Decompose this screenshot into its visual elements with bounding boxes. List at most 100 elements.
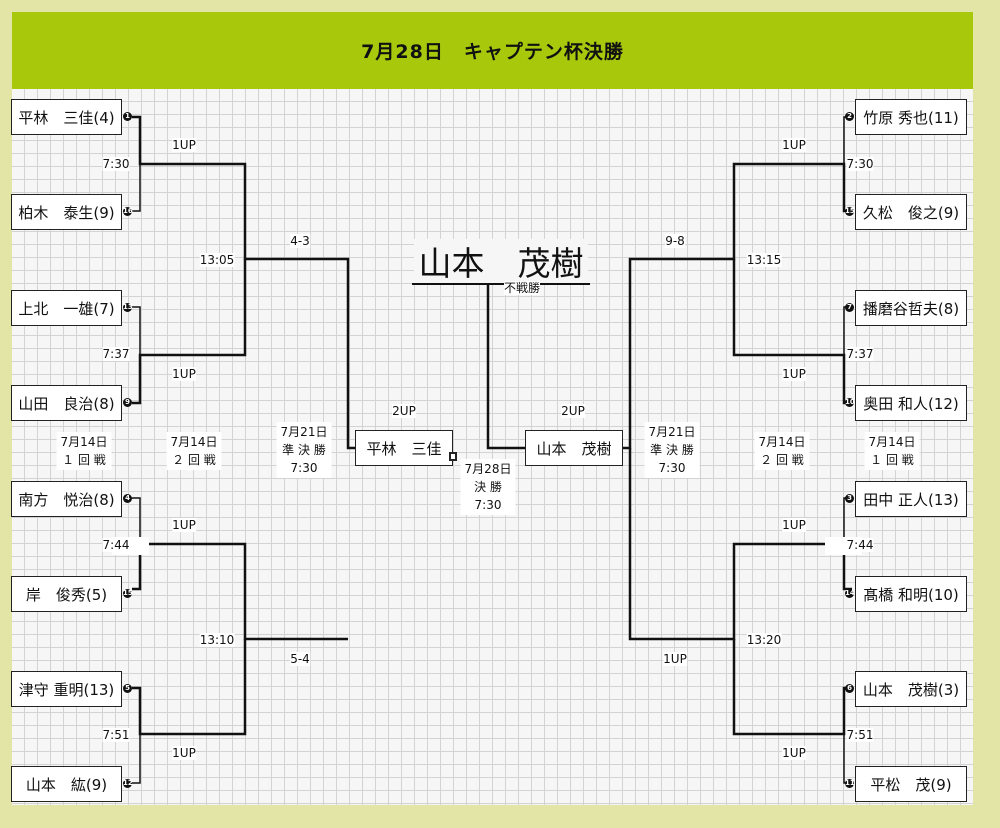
round-date: 7月14日 [868,435,916,449]
time-left-r1-1: 7:30 [102,157,130,171]
time-right-r2-2: 13:20 [746,633,782,647]
winner-path [132,639,247,736]
round-header-left-r1: 7月14日 １ 回 戦 [56,432,112,470]
player-left-4: 山田 良治(8) [11,385,122,421]
player-right-7: 山本 茂樹(3) [855,671,967,707]
player-right-1: 竹原 秀也(11) [855,99,967,135]
header-bar: 7月28日 キャプテン杯決勝 [12,12,973,89]
round-header-right-sf: 7月21日 準 決 勝 7:30 [644,422,700,478]
time-left-r2-2: 13:10 [199,633,235,647]
seed-left-2: 16 [123,207,133,216]
round-name: 準 決 勝 [282,443,326,457]
round-date: 7月14日 [60,435,108,449]
seed-right-8: 11 [845,779,855,788]
round-date: 7月14日 [758,435,806,449]
round-name: ２ 回 戦 [172,453,216,467]
round-name: 準 決 勝 [650,443,694,457]
finalist-left: 平林 三佳 [355,430,453,466]
round-date: 7月14日 [170,435,218,449]
seed-left-1: 1 [123,112,132,121]
player-right-2: 久松 俊之(9) [855,194,967,230]
result-right-sf: 2UP [561,404,585,418]
champion-name: 山本 茂樹 [414,239,588,283]
round-time: 7:30 [658,461,686,475]
result-left-r1-4: 1UP [172,746,196,760]
result-final: 不戦勝 [503,281,541,295]
time-right-r2-1: 13:15 [746,253,782,267]
player-left-1: 平林 三佳(4) [11,99,122,135]
time-right-r1-4: 7:51 [846,728,874,742]
cell-cursor-icon [449,452,457,461]
result-left-r1-2: 1UP [172,367,196,381]
result-right-r1-3: 1UP [782,518,806,532]
time-left-r1-2: 7:37 [102,347,130,361]
page-title: 7月28日 キャプテン杯決勝 [361,41,624,63]
seed-left-8: 12 [123,779,133,788]
result-left-r2-1: 4-3 [290,234,310,248]
final-path [486,285,525,450]
player-right-8: 平松 茂(9) [855,766,967,802]
round-date: 7月21日 [648,425,696,439]
round-header-left-r2: 7月14日 ２ 回 戦 [166,432,222,470]
winner-path [628,448,852,641]
round-name: １ 回 戦 [62,453,106,467]
player-left-8: 山本 紘(9) [11,766,122,802]
player-right-3: 播磨谷哲夫(8) [855,290,967,326]
seed-left-7: 5 [123,684,132,693]
player-right-5: 田中 正人(13) [855,481,967,517]
time-right-r1-1: 7:30 [846,157,874,171]
bracket-lines [132,115,852,784]
round-header-final: 7月28日 決 勝 7:30 [460,459,516,515]
seed-left-3: 13 [123,303,133,312]
round-name: 決 勝 [474,480,502,494]
seed-left-5: 4 [123,494,132,503]
seed-right-7: 6 [845,684,854,693]
winner-path [132,259,247,405]
result-right-r2-1: 9-8 [665,234,685,248]
round-date: 7月28日 [464,462,512,476]
finalist-right: 山本 茂樹 [525,430,623,466]
seed-right-2: 15 [845,207,855,216]
player-right-6: 髙橋 和明(10) [855,576,967,612]
winner-path [732,259,852,405]
winner-path [732,639,852,736]
time-right-r1-3: 7:44 [846,538,874,552]
player-left-2: 柏木 泰生(9) [11,194,122,230]
round-name: １ 回 戦 [870,453,914,467]
player-left-3: 上北 一雄(7) [11,290,122,326]
champion-underline [412,283,590,285]
result-right-r1-4: 1UP [782,746,806,760]
time-left-r1-3: 7:44 [102,538,130,552]
bracket-sheet: 山本 茂樹 平林 三佳(4) 柏木 泰生(9) 上北 一雄(7) 山田 良治(8… [11,89,973,805]
round-header-right-r1: 7月14日 １ 回 戦 [864,432,920,470]
time-left-r1-4: 7:51 [102,728,130,742]
result-left-r1-1: 1UP [172,138,196,152]
result-right-r1-2: 1UP [782,367,806,381]
round-header-left-sf: 7月21日 準 決 勝 7:30 [276,422,332,478]
round-header-right-r2: 7月14日 ２ 回 戦 [754,432,810,470]
time-left-r2-1: 13:05 [199,253,235,267]
seed-right-4: 10 [845,398,855,407]
seed-right-1: 2 [845,112,854,121]
player-right-4: 奥田 和人(12) [855,385,967,421]
round-time: 7:30 [290,461,318,475]
winner-path [132,542,348,641]
result-right-r1-1: 1UP [782,138,806,152]
winner-path [132,115,355,450]
seed-right-6: 14 [845,589,855,598]
winner-path [623,162,852,450]
round-name: ２ 回 戦 [760,453,804,467]
seed-left-6: 15 [123,589,133,598]
result-right-r2-2: 1UP [663,652,687,666]
result-left-r2-2: 5-4 [290,652,310,666]
result-left-sf: 2UP [392,404,416,418]
round-date: 7月21日 [280,425,328,439]
seed-right-5: 3 [845,494,854,503]
seed-right-3: 7 [845,303,854,312]
player-left-7: 津守 重明(13) [11,671,122,707]
round-time: 7:30 [474,498,502,512]
result-left-r1-3: 1UP [172,518,196,532]
seed-left-4: 9 [123,398,132,407]
player-left-5: 南方 悦治(8) [11,481,122,517]
player-left-6: 岸 俊秀(5) [11,576,122,612]
